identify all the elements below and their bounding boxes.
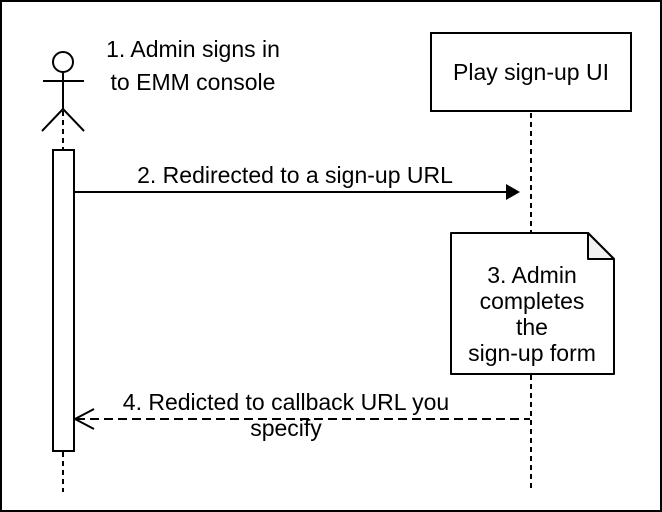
note-text: 3. Admin completes the sign-up form <box>468 262 596 366</box>
actor-leg-right <box>62 108 85 132</box>
activation-bar <box>52 149 75 452</box>
note-fold-icon <box>587 232 615 260</box>
message-4-open-arrowhead-icon <box>72 408 95 430</box>
message-2-arrow <box>74 184 520 200</box>
note-shape <box>450 232 615 375</box>
message-4-label: 4. Redicted to callback URL you specify <box>122 389 450 441</box>
participant-box: Play sign-up UI <box>430 32 632 112</box>
message-4-arrow <box>72 408 530 430</box>
actor-figure <box>41 51 85 132</box>
actor-leg-left <box>41 108 64 132</box>
actor-head <box>52 51 74 73</box>
message-2-label: 2. Redirected to a sign-up URL <box>137 162 453 188</box>
note-body <box>450 232 615 375</box>
step1-label: 1. Admin signs in to EMM console <box>106 36 280 95</box>
message-2-arrowhead-icon <box>506 184 520 200</box>
participant-label: Play sign-up UI <box>453 58 609 85</box>
